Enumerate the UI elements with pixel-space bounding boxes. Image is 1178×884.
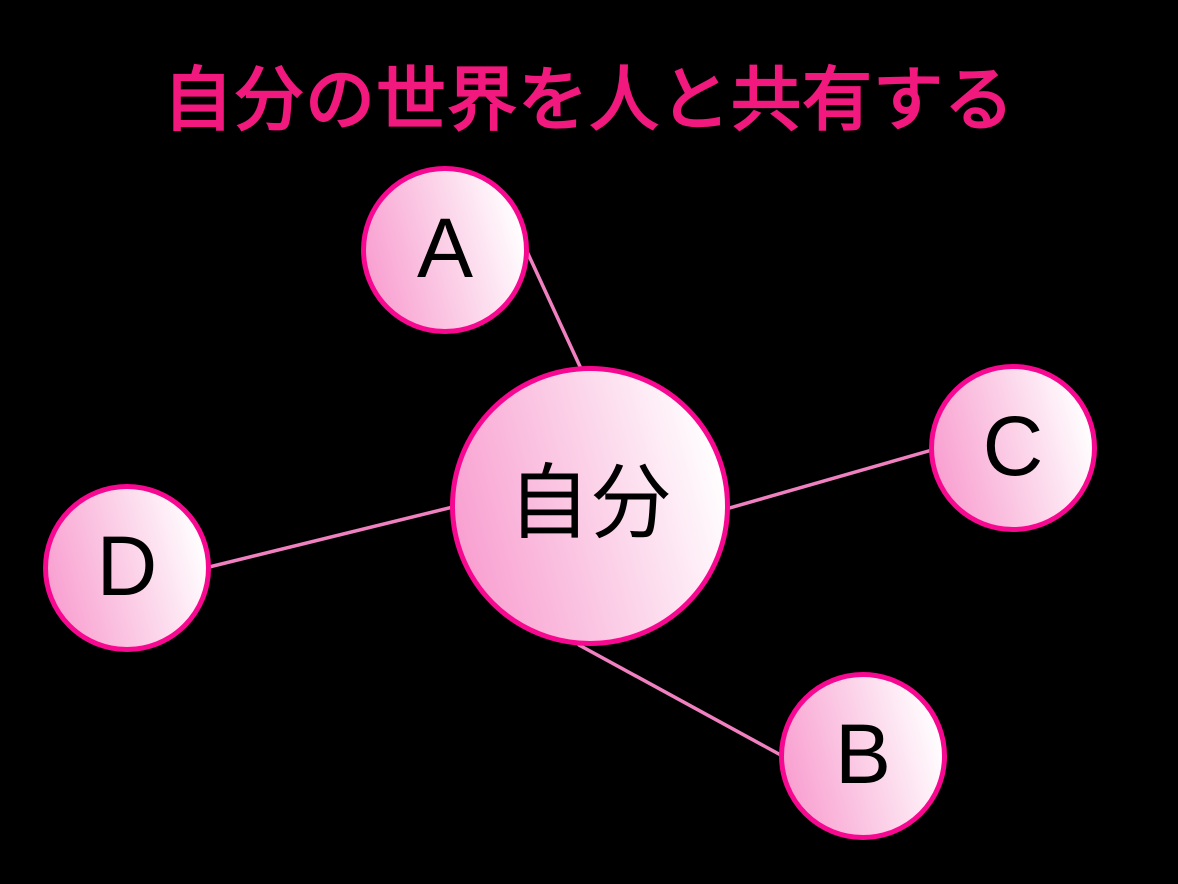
node-b: B [779, 672, 947, 840]
diagram-title: 自分の世界を人と共有する [163, 59, 1015, 141]
node-self: 自分 [450, 366, 730, 646]
node-c: C [929, 364, 1097, 532]
connector-self-a [522, 243, 585, 375]
node-d-label: D [96, 519, 158, 613]
node-self-label: 自分 [507, 456, 672, 551]
node-c-label: C [982, 399, 1044, 493]
connector-self-d [199, 504, 459, 571]
node-a: A [361, 166, 529, 334]
connector-self-c [717, 446, 941, 513]
node-b-label: B [834, 707, 892, 801]
node-a-label: A [416, 201, 474, 295]
connector-self-b [577, 643, 790, 761]
node-d: D [43, 484, 211, 652]
